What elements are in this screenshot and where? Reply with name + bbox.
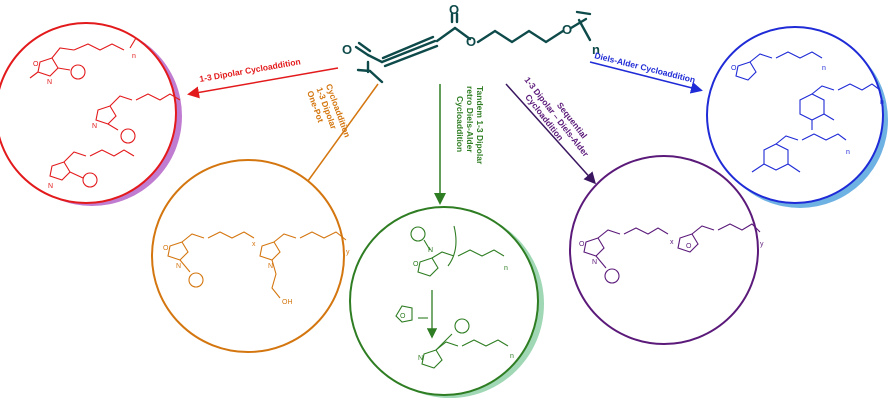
central-oxygen-ether: O — [562, 22, 572, 37]
label-one-pot: One-Pot 1-3 Dipolar Cycloaddition — [305, 82, 352, 138]
svg-text:O: O — [731, 65, 737, 72]
svg-text:x: x — [252, 241, 256, 248]
svg-text:retro Diels-Alder: retro Diels-Alder — [465, 86, 475, 153]
svg-text:N: N — [592, 259, 597, 266]
svg-text:n: n — [504, 265, 508, 272]
svg-text:N: N — [92, 123, 97, 130]
svg-text:O: O — [579, 241, 585, 248]
svg-text:O: O — [413, 261, 419, 268]
svg-text:1-3 Dipolar – Diels-Alder: 1-3 Dipolar – Diels-Alder — [522, 75, 591, 159]
svg-text:O: O — [163, 245, 169, 252]
svg-text:N: N — [48, 183, 53, 190]
central-oxygen-ketone: O — [342, 42, 352, 57]
svg-text:N: N — [418, 355, 423, 362]
svg-text:N: N — [47, 79, 52, 86]
arrow-sequential — [505, 83, 597, 185]
svg-text:N: N — [428, 247, 433, 254]
product-circle-one-pot: O N N OH x y — [151, 159, 350, 353]
svg-text:n: n — [822, 65, 826, 72]
arrow-diels-alder — [589, 61, 703, 94]
svg-text:y: y — [760, 241, 764, 248]
product-circle-diels-alder: O n n n — [706, 26, 888, 208]
arrow-dipolar — [187, 67, 339, 99]
product-circle-tandem: N O n O N n — [349, 206, 544, 398]
central-polymer — [354, 10, 592, 84]
svg-text:N: N — [176, 263, 181, 270]
svg-text:Cycloaddition: Cycloaddition — [455, 96, 465, 152]
product-circle-sequential: O N O x y — [569, 155, 764, 345]
svg-text:OH: OH — [282, 299, 293, 306]
central-oxygen-ester: O — [466, 34, 476, 49]
svg-text:Tandem 1-3 Dipolar: Tandem 1-3 Dipolar — [475, 86, 485, 165]
product-circle-dipolar: O N n N N — [0, 22, 182, 206]
svg-text:O: O — [33, 61, 39, 68]
arrow-one-pot — [298, 83, 379, 195]
svg-text:O: O — [686, 243, 692, 250]
svg-text:y: y — [346, 249, 350, 256]
svg-text:n: n — [510, 353, 514, 360]
svg-text:n: n — [132, 53, 136, 60]
svg-text:N: N — [268, 263, 273, 270]
svg-text:x: x — [670, 239, 674, 246]
central-repeat-n: n — [592, 42, 600, 57]
svg-text:O: O — [400, 313, 406, 320]
label-dipolar: 1-3 Dipolar Cycloaddition — [199, 56, 302, 84]
svg-text:n: n — [846, 149, 850, 156]
svg-text:n: n — [880, 99, 884, 106]
label-diels-alder: Diels-Alder Cycloaddition — [594, 50, 697, 85]
label-sequential: Sequential 1-3 Dipolar – Diels-Alder Cyc… — [522, 75, 591, 159]
central-oxygen-carbonyl: O — [449, 2, 459, 17]
label-tandem: Tandem 1-3 Dipolar retro Diels-Alder Cyc… — [455, 86, 485, 165]
